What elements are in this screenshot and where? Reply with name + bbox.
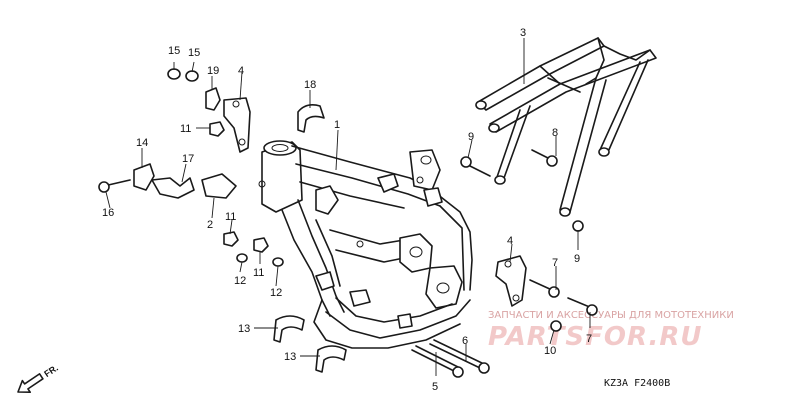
arrow-left-icon	[17, 373, 44, 394]
callout-16: 16	[102, 207, 114, 219]
callout-12-left: 12	[234, 275, 246, 287]
bolt-7-a	[548, 286, 560, 298]
bolt-5-shaft	[411, 349, 457, 373]
callout-11-lower: 11	[253, 267, 264, 279]
collar-12-a	[236, 253, 248, 263]
callout-9-left: 9	[468, 131, 474, 143]
callouts: 1 2 3 4 4 5 6 7 7 8 9 9 10 11 11 11 12 1…	[102, 27, 592, 393]
callout-18: 18	[304, 79, 316, 91]
callout-10: 10	[544, 345, 556, 357]
callout-13-upper: 13	[238, 323, 250, 335]
callout-12-right: 12	[270, 287, 282, 299]
callout-8: 8	[552, 127, 558, 139]
clamp-13-upper	[273, 315, 305, 343]
subframe	[475, 37, 657, 217]
bolt-9-b	[572, 220, 584, 232]
callout-6: 6	[462, 335, 468, 347]
bolt-16	[98, 181, 110, 193]
callout-11-upper: 11	[180, 123, 191, 135]
nut-10	[550, 320, 562, 332]
leader-lines	[105, 38, 591, 376]
callout-4-upper: 4	[238, 65, 244, 77]
bracket-2	[201, 173, 237, 199]
callout-14: 14	[136, 137, 148, 149]
bolt-5-head	[452, 366, 464, 378]
bracket-19	[205, 87, 221, 111]
bolt-6-head	[478, 362, 490, 374]
collar-12-b	[272, 257, 284, 267]
nut-11-c	[253, 237, 269, 253]
callout-15-right: 15	[188, 47, 200, 59]
callout-11-mid: 11	[225, 211, 236, 223]
callout-15-left: 15	[168, 45, 180, 57]
callout-2: 2	[207, 219, 213, 231]
callout-9-right: 9	[574, 253, 580, 265]
callout-7-upper: 7	[552, 257, 558, 269]
callout-3: 3	[520, 27, 526, 39]
bolt-8	[546, 155, 558, 167]
direction-label: FR.	[42, 363, 60, 379]
bracket-14	[133, 163, 155, 191]
diagram-code: KZ3A F2400B	[604, 378, 670, 389]
callout-13-lower: 13	[284, 351, 296, 363]
callout-5: 5	[432, 381, 438, 393]
main-frame	[258, 140, 473, 349]
front-direction-indicator: FR.	[17, 363, 60, 394]
callout-4-rear: 4	[507, 235, 513, 247]
callout-17: 17	[182, 153, 194, 165]
callout-19: 19	[207, 65, 219, 77]
watermark-tagline: ЗАПЧАСТИ И АКСЕССУАРЫ ДЛЯ МОТОТЕХНИКИ	[488, 310, 734, 321]
cap-15-left	[167, 68, 181, 80]
bolt-6-shaft	[429, 343, 481, 369]
watermark-logo: PARTSFOR.RU	[488, 322, 702, 352]
watermark: PARTSFOR.RU ЗАПЧАСТИ И АКСЕССУАРЫ ДЛЯ МО…	[488, 310, 734, 352]
bracket-17	[151, 177, 195, 199]
bolt-7-b	[586, 304, 598, 316]
clamp-18	[297, 104, 325, 133]
bolt-9-a	[460, 156, 472, 168]
engine-hanger-upper	[223, 97, 251, 153]
nut-11-a	[209, 121, 225, 137]
callout-1: 1	[334, 119, 340, 131]
nut-11-b	[223, 231, 239, 247]
engine-hanger-rear	[495, 255, 527, 307]
cap-15-right	[185, 70, 199, 82]
clamp-13-lower	[315, 345, 347, 373]
callout-7-lower: 7	[586, 333, 592, 345]
